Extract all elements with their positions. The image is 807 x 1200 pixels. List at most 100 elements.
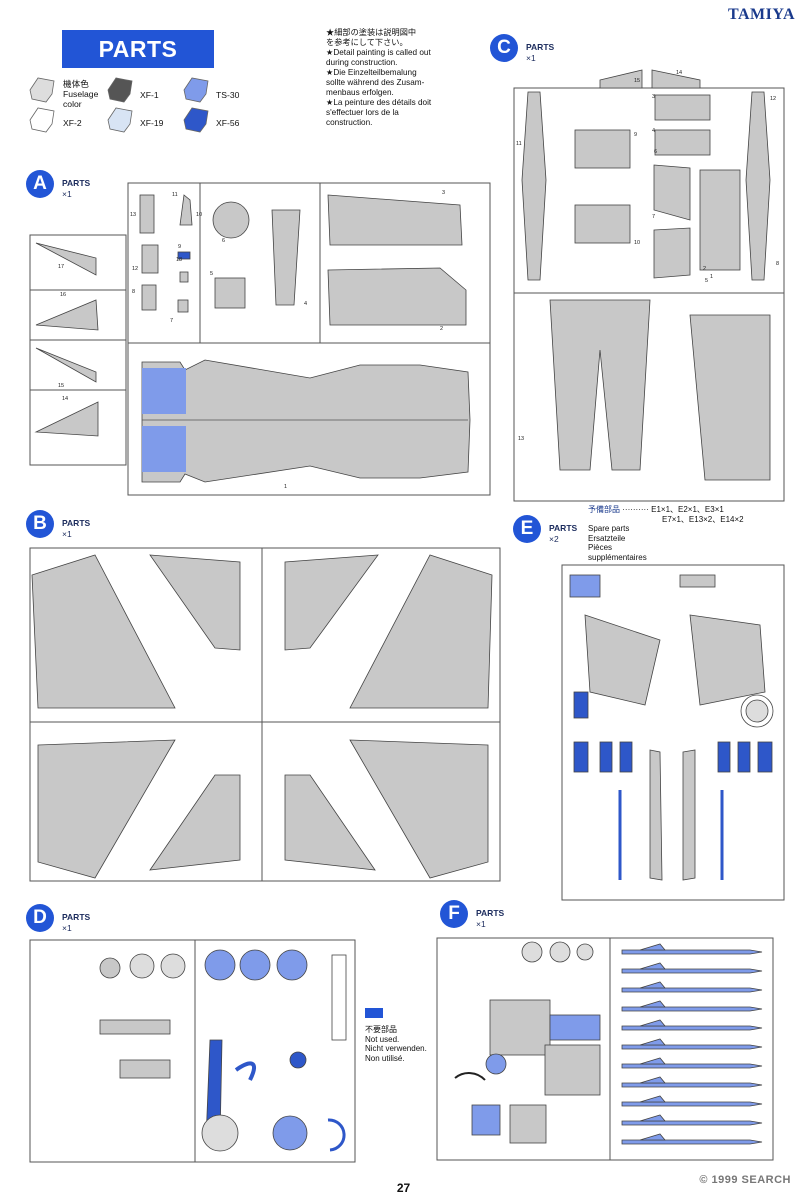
part-number: 2 xyxy=(440,326,443,332)
sprue-b-count: ×1 xyxy=(62,529,72,539)
part-number: 5 xyxy=(705,278,708,284)
legend-fuselage: 機体色 Fuselage color xyxy=(63,79,98,109)
missile-part xyxy=(621,1006,763,1012)
legend-fuselage-en2: color xyxy=(63,99,82,109)
note-line: construction. xyxy=(326,118,373,127)
note-line: menbaus erfolgen. xyxy=(326,88,394,97)
sprue-e-title: PARTS xyxy=(549,523,578,533)
part-number: 16 xyxy=(60,292,66,298)
part-number: 17 xyxy=(58,264,64,270)
not-used-de: Nicht verwenden. xyxy=(365,1044,427,1053)
page-title: PARTS xyxy=(62,30,214,68)
sprue-a-parts xyxy=(34,194,471,483)
part-number: 1 xyxy=(710,274,713,280)
sprue-d-frame xyxy=(29,939,356,1163)
part-number: 13 xyxy=(518,436,524,442)
sprue-a-title: PARTS xyxy=(62,178,91,188)
sprue-e-parts xyxy=(569,574,774,881)
sprue-e xyxy=(561,564,785,901)
part-number: 3 xyxy=(652,94,655,100)
sprue-a xyxy=(29,182,491,496)
legend-fuselage-jp: 機体色 xyxy=(63,79,89,89)
missile-part xyxy=(621,949,763,955)
sprue-c-frame-bottom xyxy=(513,292,785,502)
part-number: 14 xyxy=(676,70,682,76)
part-number: 6 xyxy=(654,149,657,155)
missile-fin xyxy=(639,1114,666,1122)
sprue-f-frame xyxy=(436,937,774,1161)
ts30-swatch xyxy=(183,77,209,103)
sprue-f-badge: F xyxy=(440,900,468,928)
part-number: 10 xyxy=(196,212,202,218)
page-number: 27 xyxy=(396,1181,411,1195)
note-line: ★Die Einzelteilbemalung xyxy=(326,68,417,77)
sprue-a-badge: A xyxy=(26,170,54,198)
sprue-d-parts xyxy=(99,949,347,1152)
spare-parts-de: Ersatzteile xyxy=(588,533,626,543)
legend-xf1: XF-1 xyxy=(140,90,159,100)
part-number: 9 xyxy=(634,132,637,138)
legend-xf56: XF-56 xyxy=(216,118,240,128)
note-line: ★La peinture des détails doit xyxy=(326,98,432,107)
spare-parts-list1: E1×1、E2×1、E3×1 xyxy=(651,505,724,514)
xf1-swatch xyxy=(107,77,133,103)
sprue-b-title: PARTS xyxy=(62,518,91,528)
note-line: sollte während des Zusam- xyxy=(326,78,425,87)
missile-part xyxy=(621,1101,763,1107)
sprue-d-badge: D xyxy=(26,904,54,932)
part-number: 15 xyxy=(58,383,64,389)
part-number: 18 xyxy=(176,257,182,263)
spare-parts-en: Spare parts xyxy=(588,524,630,533)
missile-fin xyxy=(639,1019,666,1027)
part-number: 8 xyxy=(132,289,135,295)
part-numbers: 1 2 3 4 5 6 7 8 9 10 11 12 13 14 15 16 1… xyxy=(58,70,779,490)
part-number: 4 xyxy=(304,301,307,307)
note-line: s'effectuer lors de la xyxy=(326,108,399,117)
missile-part xyxy=(621,1082,763,1088)
missile-part xyxy=(621,1120,763,1126)
note-line: ★Detail painting is called out xyxy=(326,48,431,57)
missile-fin xyxy=(639,1133,666,1141)
part-number: 12 xyxy=(132,266,138,272)
sprue-f-parts xyxy=(454,941,601,1144)
missile-part xyxy=(621,1063,763,1069)
fuselage-swatch xyxy=(29,77,55,103)
sprue-b-parts xyxy=(31,554,493,879)
sprue-c-count: ×1 xyxy=(526,53,536,63)
sprue-f-title: PARTS xyxy=(476,908,505,918)
sprue-a-count: ×1 xyxy=(62,189,72,199)
sprue-c-label: PARTS×1 xyxy=(526,42,554,64)
xf2-swatch xyxy=(29,107,55,133)
missile-fin xyxy=(639,1076,666,1084)
missile-fin xyxy=(639,1038,666,1046)
sprue-d-count: ×1 xyxy=(62,923,72,933)
legend-ts30: TS-30 xyxy=(216,90,240,100)
xf56-swatch xyxy=(183,107,209,133)
missile-part xyxy=(621,987,763,993)
part-number: 15 xyxy=(634,78,640,84)
sprue-c-title: PARTS xyxy=(526,42,555,52)
sprue-e-label: PARTS×2 xyxy=(549,523,577,545)
sprue-f-missiles xyxy=(621,943,763,1145)
sprue-a-label: PARTS×1 xyxy=(62,178,90,200)
missile-part xyxy=(621,968,763,974)
missile-fin xyxy=(639,943,666,951)
part-number: 11 xyxy=(172,192,178,198)
spare-parts-list2: E7×1、E13×2、E14×2 xyxy=(662,514,744,524)
note-line: ★細部の塗装は説明図中 xyxy=(326,28,417,37)
part-number: 10 xyxy=(634,240,640,246)
watermark: © 1999 SEARCH xyxy=(699,1174,791,1186)
spare-parts-fr2: supplémentaires xyxy=(588,552,647,562)
part-number: 5 xyxy=(210,271,213,277)
not-used-swatch xyxy=(365,1008,383,1018)
painting-notes: ★細部の塗装は説明図中 を参考にして下さい。 ★Detail painting … xyxy=(326,28,446,128)
missile-part xyxy=(621,1139,763,1145)
part-number: 6 xyxy=(222,238,225,244)
not-used-jp: 不要部品 xyxy=(365,1025,397,1034)
part-number: 3 xyxy=(442,190,445,196)
sprue-e-frame xyxy=(561,564,785,901)
part-number: 2 xyxy=(703,266,706,272)
missile-fin xyxy=(639,1000,666,1008)
sprue-b-badge: B xyxy=(26,510,54,538)
